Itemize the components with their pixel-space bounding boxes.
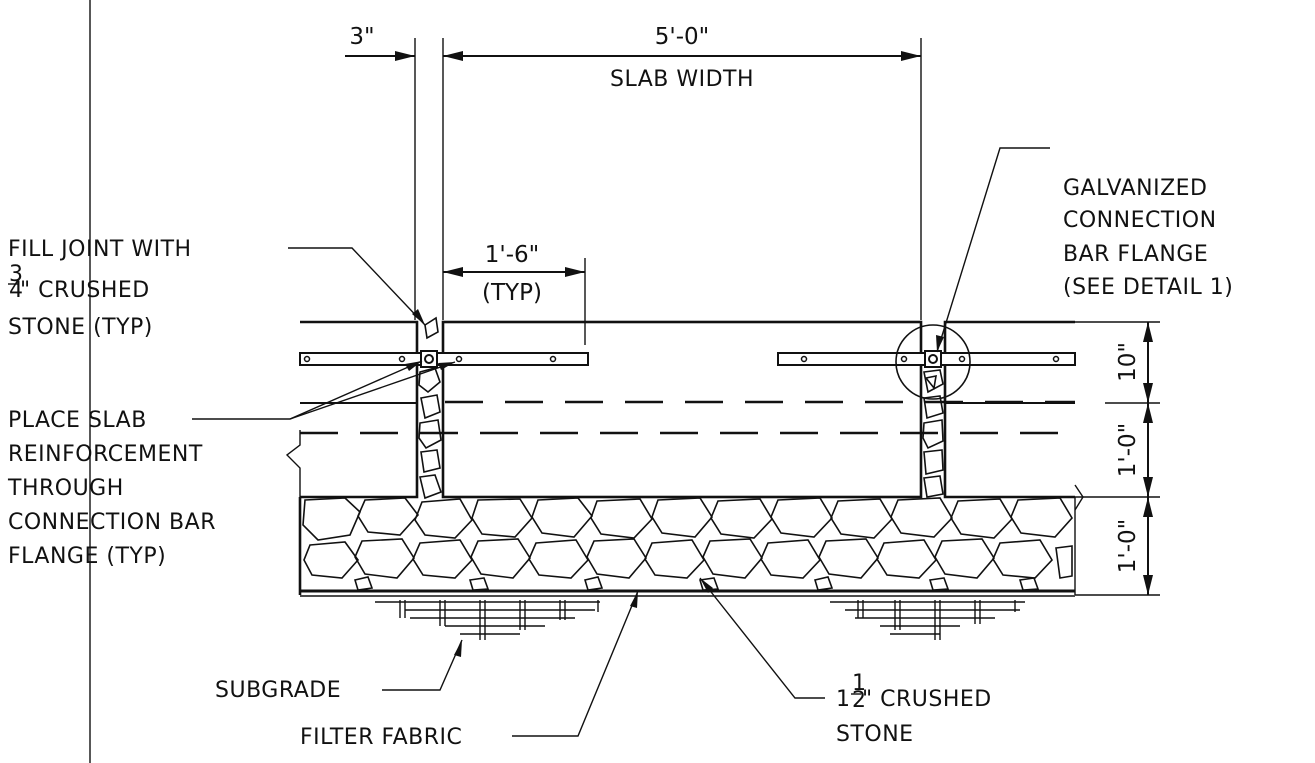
fill-joint-line2: " CRUSHED bbox=[20, 278, 150, 303]
place-slab-line1: PLACE SLAB bbox=[8, 408, 147, 433]
joint-fill-stone-right bbox=[922, 369, 944, 498]
place-slab-line2: REINFORCEMENT bbox=[8, 442, 203, 467]
connection-bar-left bbox=[299, 350, 589, 368]
dimension-1ft-slab: 1'-0" bbox=[1115, 423, 1141, 477]
callout-crushed-stone: 1 1 2 " CRUSHED STONE bbox=[699, 577, 992, 747]
callout-filter-fabric: FILTER FABRIC bbox=[300, 590, 639, 750]
flange-length-dimension: 1'-6" (TYP) bbox=[443, 242, 586, 345]
fill-joint-line1: FILL JOINT WITH bbox=[8, 237, 192, 262]
place-slab-line4: CONNECTION BAR bbox=[8, 510, 216, 535]
callout-subgrade: SUBGRADE bbox=[215, 639, 463, 703]
subgrade-label: SUBGRADE bbox=[215, 678, 341, 703]
callout-fill-joint: FILL JOINT WITH 3 4 " CRUSHED STONE (TYP… bbox=[8, 237, 426, 340]
slab-width-label: SLAB WIDTH bbox=[610, 67, 754, 92]
slab-width-dimension: 5'-0" SLAB WIDTH bbox=[414, 24, 922, 320]
connection-bar-right bbox=[777, 324, 1076, 400]
galvanized-line1: GALVANIZED bbox=[1063, 176, 1208, 201]
slab-reinforcement bbox=[300, 400, 1075, 435]
right-slab bbox=[943, 320, 1084, 511]
galvanized-line4: (SEE DETAIL 1) bbox=[1063, 275, 1233, 300]
crushed-stone-base bbox=[298, 497, 1076, 597]
crushed-stone-whole: 1 bbox=[836, 687, 851, 712]
callout-galvanized: GALVANIZED CONNECTION BAR FLANGE (SEE DE… bbox=[936, 147, 1233, 353]
flange-length-value: 1'-6" bbox=[485, 242, 539, 268]
detail-1-circle bbox=[895, 324, 971, 400]
fill-joint-line3: STONE (TYP) bbox=[8, 315, 153, 340]
subgrade-hatch-left bbox=[375, 600, 600, 640]
vertical-dimensions: 10" 1'-0" 1'-0" bbox=[1075, 321, 1160, 596]
galvanized-line3: BAR FLANGE bbox=[1063, 242, 1208, 267]
place-slab-line5: FLANGE (TYP) bbox=[8, 544, 166, 569]
crushed-stone-line1: " CRUSHED bbox=[862, 687, 992, 712]
crushed-stone-fraction-den: 2 bbox=[852, 688, 867, 713]
joint-width-value: 3" bbox=[349, 24, 374, 50]
filter-fabric-label: FILTER FABRIC bbox=[300, 725, 462, 750]
fill-joint-fraction-num: 3 bbox=[9, 262, 24, 287]
subgrade-hatch-right bbox=[830, 600, 1025, 640]
left-slab bbox=[285, 320, 419, 499]
place-slab-line3: THROUGH bbox=[7, 476, 124, 501]
dimension-1ft-stone: 1'-0" bbox=[1115, 519, 1141, 573]
crushed-stone-fraction-num: 1 bbox=[852, 671, 867, 696]
fill-joint-fraction-den: 4 bbox=[9, 278, 24, 303]
dimension-10in: 10" bbox=[1115, 342, 1141, 382]
slab-width-value: 5'-0" bbox=[655, 24, 709, 50]
galvanized-line2: CONNECTION bbox=[1063, 208, 1217, 233]
joint-width-dimension: 3" bbox=[345, 24, 415, 61]
center-slab bbox=[441, 320, 923, 499]
crushed-stone-line2: STONE bbox=[836, 722, 914, 747]
callout-place-slab: PLACE SLAB REINFORCEMENT THROUGH CONNECT… bbox=[7, 360, 456, 569]
joint-fill-stone-left bbox=[418, 316, 443, 500]
flange-length-note: (TYP) bbox=[482, 280, 542, 306]
